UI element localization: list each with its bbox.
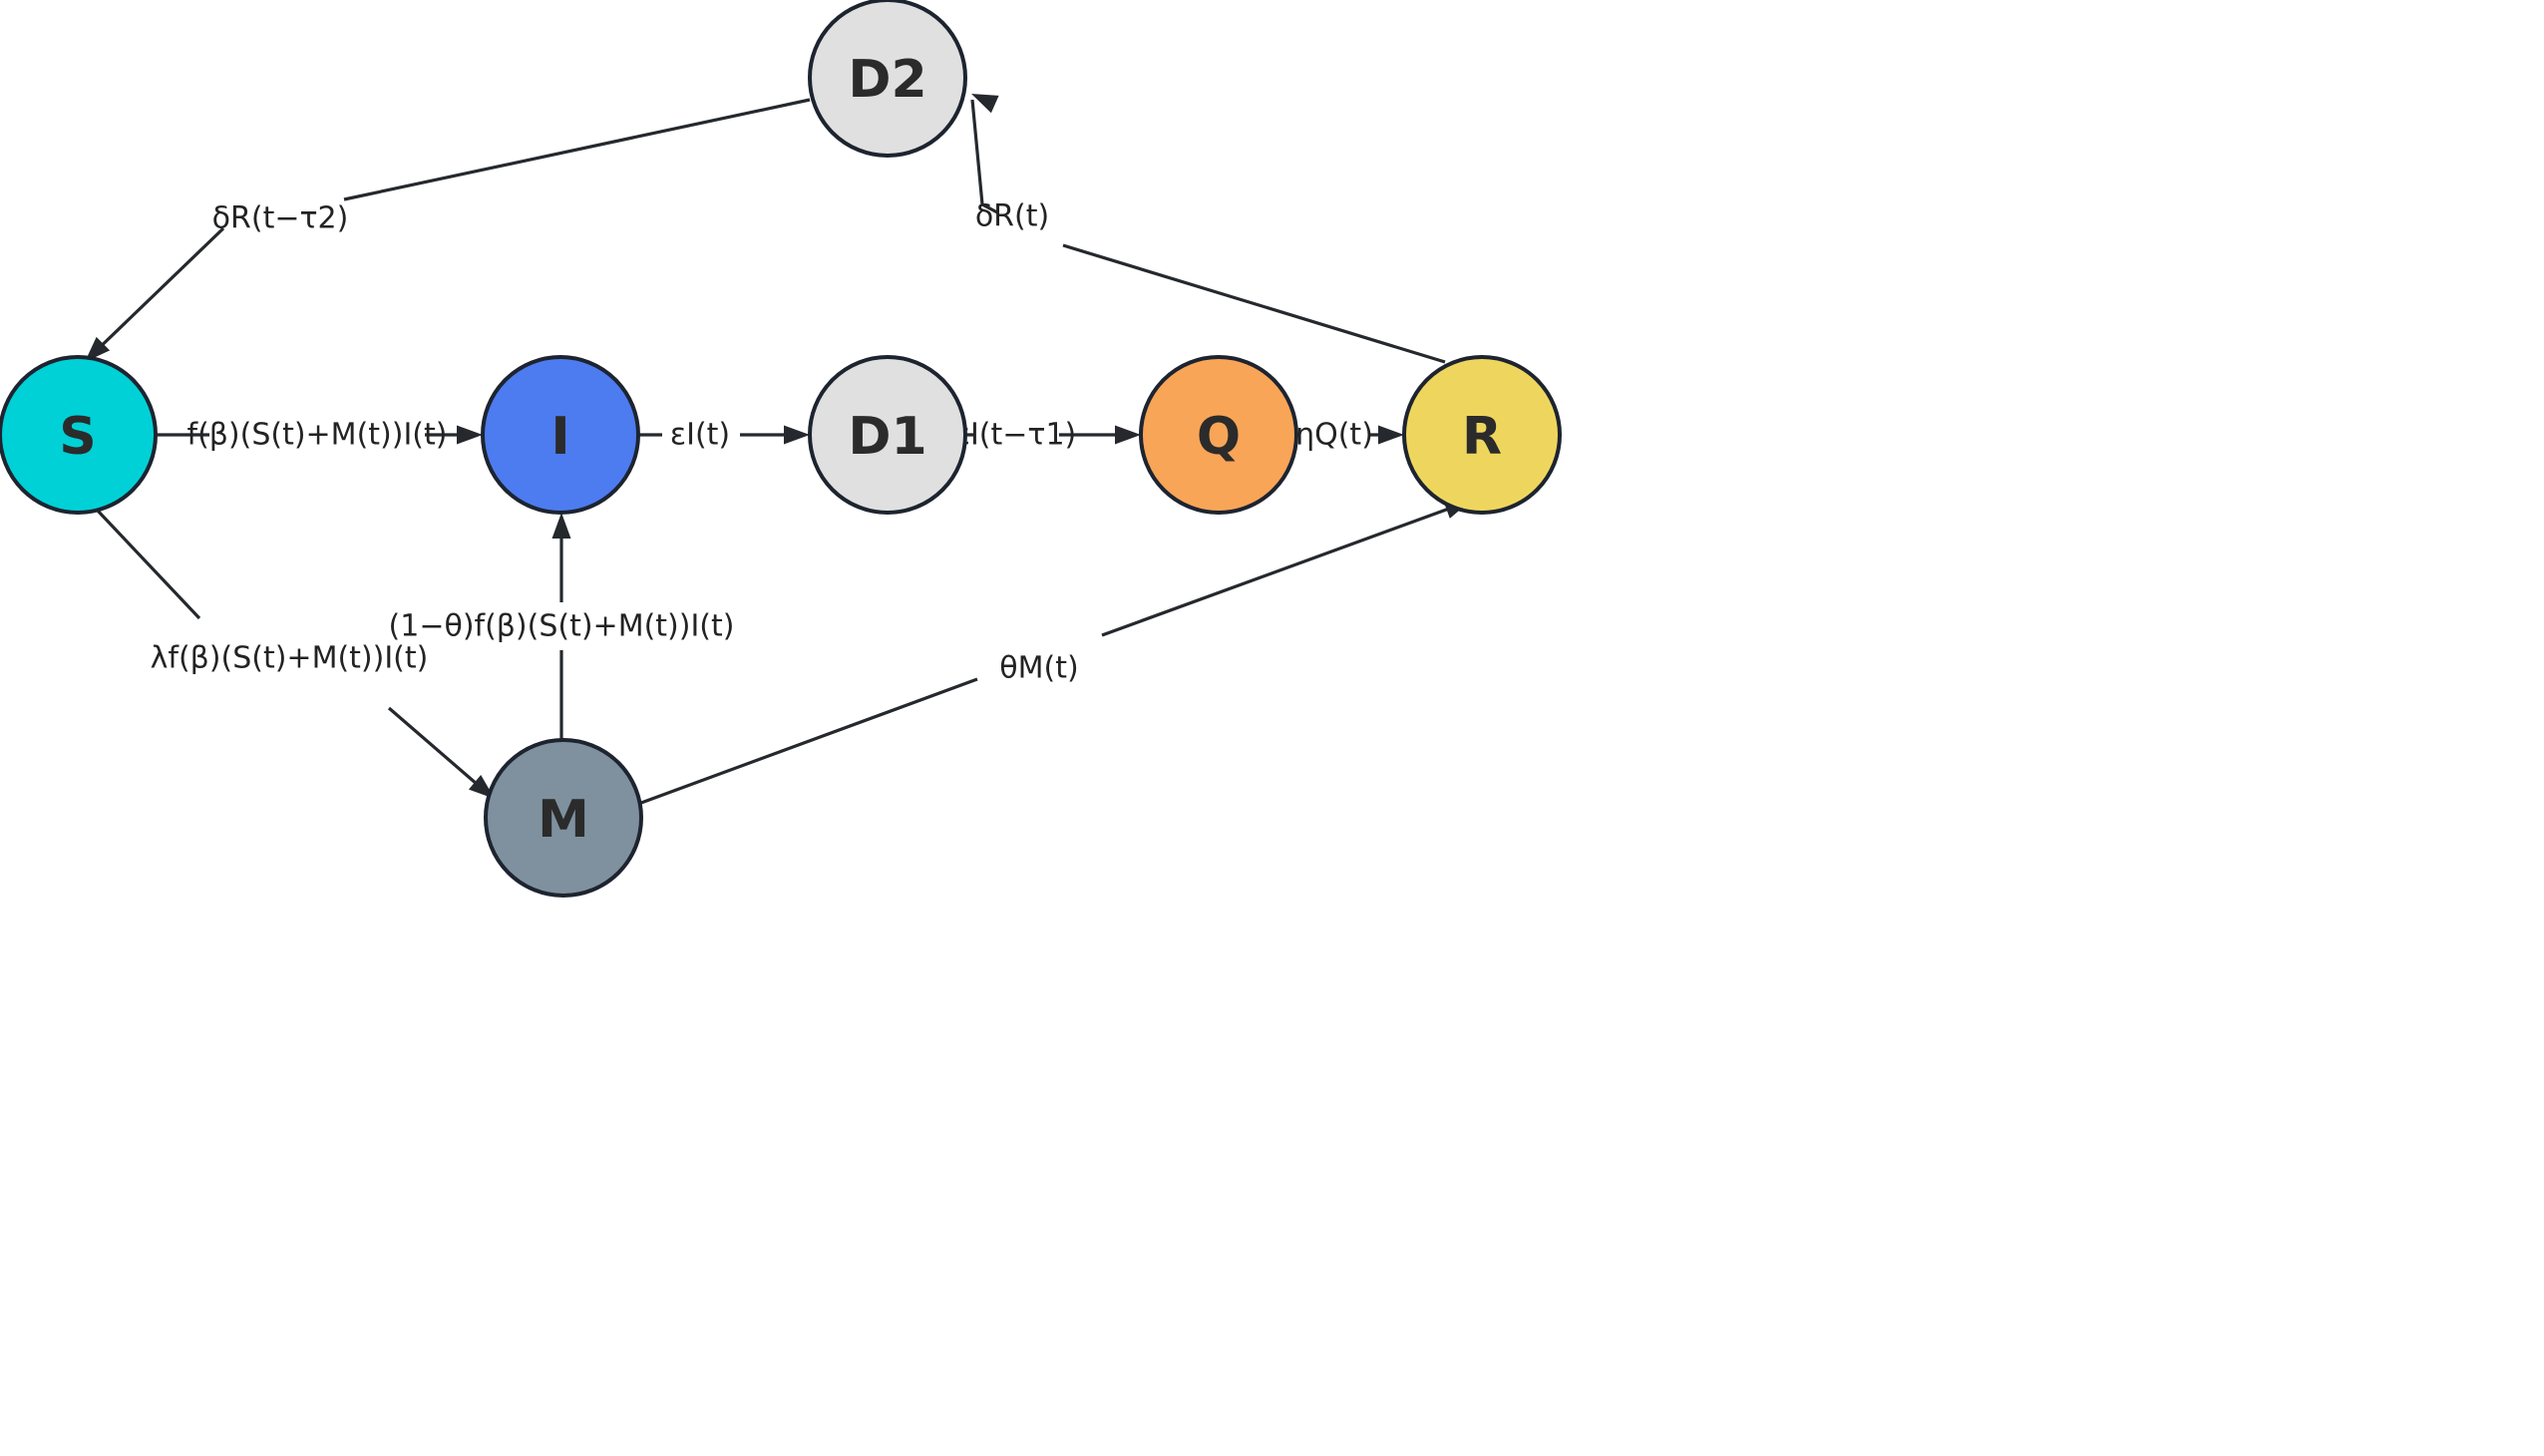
edge-path [970, 99, 1446, 364]
node-q[interactable]: Q [1139, 355, 1298, 515]
edge-arrowhead [1378, 425, 1404, 445]
edge-s-to-m: λf(β)(S(t)+M(t))I(t) [94, 507, 495, 799]
edge-arrowhead [1115, 425, 1141, 445]
edge-m-to-i: (1−θ)f(β)(S(t)+M(t))I(t) [389, 513, 735, 740]
edge-label-s-to-i: f(β)(S(t)+M(t))I(t) [187, 418, 448, 453]
edge-path [640, 503, 1461, 805]
edge-arrowhead [971, 94, 999, 114]
edge-label-m-to-i: (1−θ)f(β)(S(t)+M(t))I(t) [389, 609, 735, 644]
node-shape-r[interactable] [1402, 355, 1562, 515]
edge-r-to-d2: δR(t) [970, 94, 1446, 364]
edge-arrowhead [457, 425, 483, 445]
edge-q-to-r: ηQ(t) [1295, 418, 1404, 453]
node-d2[interactable]: D2 [808, 0, 967, 158]
edge-arrowhead [85, 336, 111, 362]
edge-label-m-to-r: θM(t) [999, 651, 1078, 686]
node-shape-m[interactable] [484, 738, 643, 898]
node-d1[interactable]: D1 [808, 355, 967, 515]
node-shape-d1[interactable] [808, 355, 967, 515]
edge-arrowhead [551, 513, 571, 539]
edge-path [94, 507, 487, 793]
node-m[interactable]: M [484, 738, 643, 898]
edge-label-d2-to-s: δR(t−τ2) [212, 201, 349, 236]
edge-label-r-to-d2: δR(t) [975, 199, 1049, 234]
edge-arrowhead [784, 425, 810, 445]
edge-d2-to-s: δR(t−τ2) [85, 98, 811, 362]
node-shape-i[interactable] [481, 355, 640, 515]
node-i[interactable]: I [481, 355, 640, 515]
edge-i-to-d1: εI(t) [638, 418, 810, 453]
edge-s-to-i: f(β)(S(t)+M(t))I(t) [156, 418, 483, 453]
edge-label-s-to-m: λf(β)(S(t)+M(t))I(t) [151, 641, 429, 676]
edge-d1-to-q: εI(t−τ1) [954, 418, 1141, 453]
node-shape-q[interactable] [1139, 355, 1298, 515]
node-s[interactable]: S [0, 355, 158, 515]
node-r[interactable]: R [1402, 355, 1562, 515]
node-shape-d2[interactable] [808, 0, 967, 158]
edge-path [90, 98, 811, 357]
edge-label-i-to-d1: εI(t) [670, 418, 730, 453]
edge-label-q-to-r: ηQ(t) [1295, 418, 1373, 453]
edge-m-to-r: θM(t) [640, 500, 1471, 805]
node-shape-s[interactable] [0, 355, 158, 515]
